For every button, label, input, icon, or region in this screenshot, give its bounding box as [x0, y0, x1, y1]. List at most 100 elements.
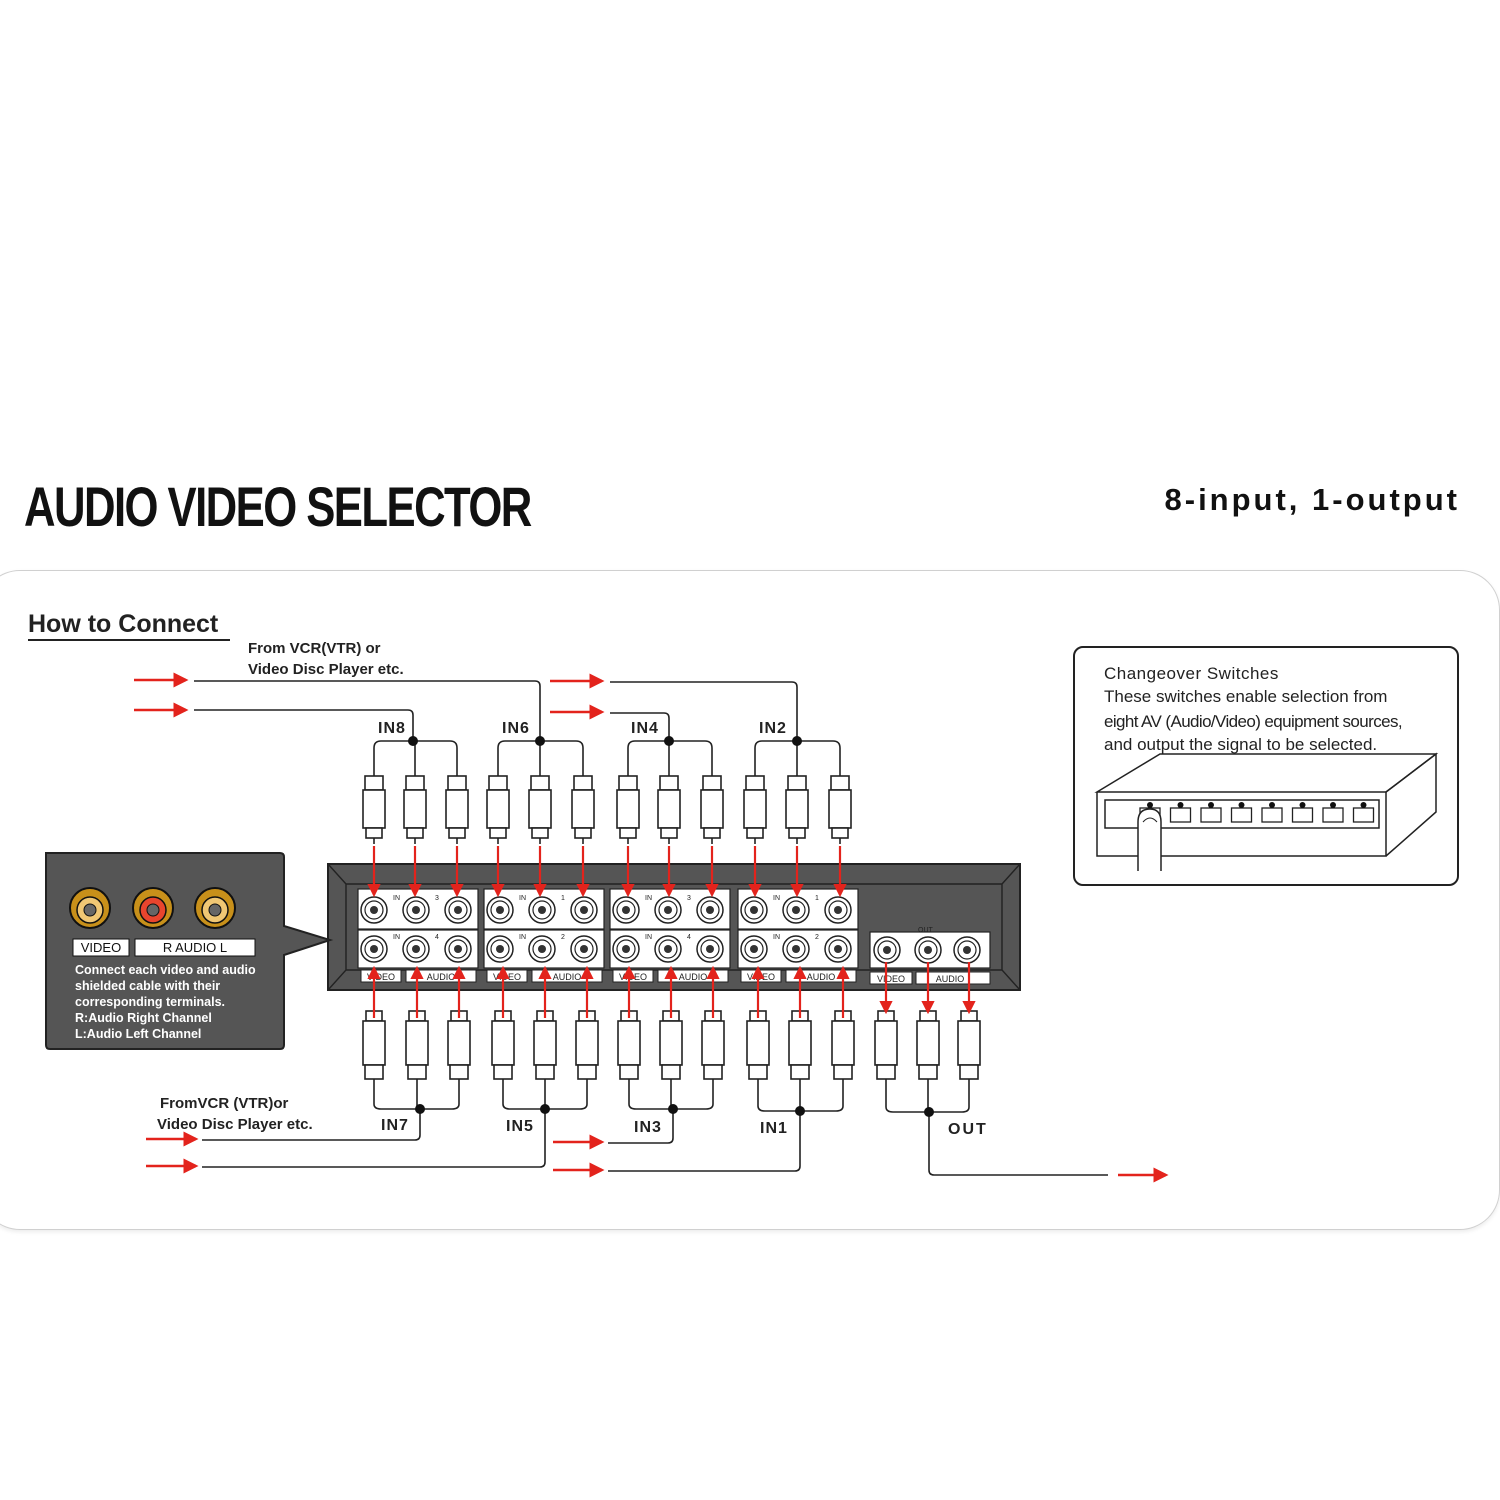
- rca-plug: [700, 775, 724, 844]
- rca-plug: [828, 775, 852, 844]
- cable-junction: [408, 736, 418, 746]
- label-in2: IN2: [759, 720, 787, 737]
- cable-route-out: [928, 1112, 1108, 1176]
- legend-audio-label: R AUDIO L: [163, 940, 227, 955]
- rca-jack: [444, 935, 472, 963]
- port-out-label: OUT: [918, 927, 934, 934]
- plug-splitter: [373, 740, 458, 776]
- source-bottom-line2: Video Disc Player etc.: [157, 1116, 313, 1133]
- rca-jack: [654, 896, 682, 924]
- label-out: OUT: [948, 1121, 988, 1138]
- port-in-label: IN: [773, 895, 780, 902]
- rca-jack: [782, 935, 810, 963]
- switches-line-1: These switches enable selection from: [1104, 687, 1387, 706]
- legend-line-4: R:Audio Right Channel: [75, 1011, 212, 1025]
- page-subtitle: 8-input, 1-output: [1164, 482, 1460, 517]
- source-top-line1: From VCR(VTR) or: [248, 640, 381, 657]
- port-number-label: 1: [815, 895, 819, 902]
- source-bottom-line1: FromVCR (VTR)or: [160, 1095, 288, 1112]
- legend-line-1: Connect each video and audio: [75, 963, 256, 977]
- port-number-label: 4: [435, 934, 439, 941]
- port-in-label: IN: [519, 934, 526, 941]
- rca-plug: [616, 775, 640, 844]
- label-in4: IN4: [631, 720, 659, 737]
- rca-jack: [612, 935, 640, 963]
- rca-plug: [445, 775, 469, 844]
- cable-route-in7: [202, 1109, 421, 1141]
- legend-video-jack: [69, 887, 111, 929]
- rca-jack: [360, 935, 388, 963]
- cable-route-in2: [610, 681, 798, 741]
- port-video-label: VIDEO: [619, 972, 647, 982]
- source-arrows: [134, 672, 1169, 1183]
- plug-group-out-in1: [746, 1005, 855, 1116]
- port-video-label: VIDEO: [877, 974, 905, 984]
- label-in8: IN8: [378, 720, 406, 737]
- plug-group-in7: [362, 1005, 471, 1114]
- port-in-label: IN: [645, 895, 652, 902]
- cable-junction: [795, 1106, 805, 1116]
- page-title: AUDIO VIDEO SELECTOR: [24, 475, 532, 538]
- rca-jack: [528, 935, 556, 963]
- rca-plug: [571, 775, 595, 844]
- legend-line-5: L:Audio Left Channel: [75, 1027, 201, 1041]
- rca-jack: [696, 896, 724, 924]
- port-in-label: IN: [393, 934, 400, 941]
- rca-jack: [528, 896, 556, 924]
- bottom-plug-groups: [362, 1005, 981, 1117]
- switch-button: [1322, 802, 1344, 823]
- rca-jack: [782, 896, 810, 924]
- port-in-label: IN: [393, 895, 400, 902]
- port-audio-label: AUDIO: [679, 972, 708, 982]
- switches-title: Changeover Switches: [1104, 664, 1279, 683]
- cable-route-in3: [608, 1109, 674, 1144]
- port-video-label: VIDEO: [747, 972, 775, 982]
- rca-plug: [957, 1005, 981, 1080]
- plug-splitter: [497, 740, 584, 776]
- rca-jack: [953, 936, 981, 964]
- plug-splitter: [754, 740, 841, 776]
- plug-group-in5: [491, 1005, 599, 1114]
- source-top-line2: Video Disc Player etc.: [248, 661, 404, 678]
- switch-button: [1169, 802, 1192, 823]
- rca-plug: [403, 775, 427, 844]
- port-audio-label: AUDIO: [553, 972, 582, 982]
- rca-jack: [444, 896, 472, 924]
- label-in5: IN5: [506, 1118, 534, 1135]
- label-in7: IN7: [381, 1117, 409, 1134]
- port-in-label: IN: [773, 934, 780, 941]
- port-in-label: IN: [645, 934, 652, 941]
- output-module: OUT VIDEO AUDIO: [869, 927, 991, 985]
- rca-jack: [570, 896, 598, 924]
- port-in-label: IN: [519, 895, 526, 902]
- port-video-label: VIDEO: [367, 972, 395, 982]
- port-audio-label: AUDIO: [807, 972, 836, 982]
- port-number-label: 4: [687, 934, 691, 941]
- switch-button: [1230, 802, 1253, 823]
- port-number-label: 2: [561, 934, 565, 941]
- plug-group-in3: [617, 1005, 725, 1114]
- plug-splitter: [757, 1075, 844, 1112]
- rca-jack: [824, 896, 852, 924]
- rca-plug: [743, 775, 767, 844]
- plug-splitter: [628, 1075, 714, 1110]
- port-number-label: 2: [815, 934, 819, 941]
- legend-audio-left-jack: [194, 887, 236, 929]
- rca-jack: [740, 935, 768, 963]
- rca-jack: [570, 935, 598, 963]
- switch-button: [1291, 802, 1314, 823]
- cable-junction: [540, 1104, 550, 1114]
- switches-line-2: eight AV (Audio/Video) equipment sources…: [1104, 712, 1402, 731]
- bottom-cables: [202, 1109, 1108, 1176]
- legend-audio-right-jack: [132, 887, 174, 929]
- legend-box: VIDEO R AUDIO L Connect each video and a…: [45, 852, 334, 1050]
- port-audio-label: AUDIO: [936, 974, 965, 984]
- cable-junction: [924, 1107, 934, 1117]
- cable-junction: [792, 736, 802, 746]
